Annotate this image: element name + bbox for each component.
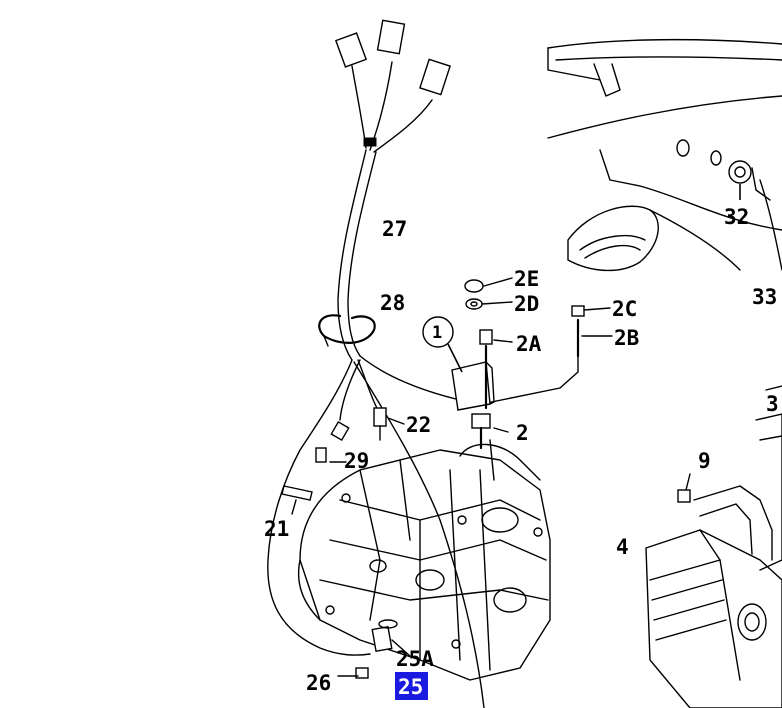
- callout-26[interactable]: 26: [306, 671, 331, 695]
- part-26-screw: [337, 667, 369, 679]
- callout-2[interactable]: 2: [516, 421, 529, 445]
- callout-2D[interactable]: 2D: [514, 292, 539, 316]
- callout-25A[interactable]: 25A: [396, 647, 434, 671]
- part-22-sensor: [373, 407, 405, 441]
- callout-1[interactable]: 1: [432, 323, 442, 343]
- part-28-clip: [318, 314, 376, 347]
- part-2-stud-assembly: [464, 277, 513, 450]
- part-27-wiring-harness: [267, 19, 579, 708]
- callout-2B[interactable]: 2B: [614, 326, 639, 350]
- callout-33[interactable]: 33: [752, 285, 777, 309]
- callout-22[interactable]: 22: [406, 413, 431, 437]
- callout-25[interactable]: 25: [398, 675, 423, 699]
- highlight-box: [395, 672, 428, 700]
- part-2B-2C-stud: [571, 305, 613, 358]
- right-edge-unit: [755, 385, 782, 571]
- callout-2A[interactable]: 2A: [516, 332, 542, 356]
- part-1-control-unit: [422, 316, 495, 411]
- part-4-module: [645, 529, 782, 708]
- part-32-grommet: [728, 160, 752, 200]
- part-25-sensor: [371, 619, 411, 657]
- callout-32[interactable]: 32: [724, 205, 749, 229]
- callout-3[interactable]: 3: [766, 392, 779, 416]
- part-9-bracket: [677, 473, 773, 561]
- part-21-sensor: [281, 485, 313, 515]
- engine-bay-outline: [547, 38, 782, 272]
- callout-labels: 27 28 1 2E 2D 2A 2C 2B 2 22 29 21 9 4 32…: [264, 205, 779, 695]
- part-29-fitting: [315, 420, 350, 463]
- callout-21[interactable]: 21: [264, 517, 289, 541]
- callout-9[interactable]: 9: [698, 449, 711, 473]
- callout-27[interactable]: 27: [382, 217, 407, 241]
- callout-2C[interactable]: 2C: [612, 297, 637, 321]
- callout-2E[interactable]: 2E: [514, 267, 539, 291]
- callout-25-highlight[interactable]: 25: [395, 672, 428, 700]
- callout-29[interactable]: 29: [344, 449, 369, 473]
- callout-4[interactable]: 4: [616, 535, 629, 559]
- gearbox: [297, 439, 551, 681]
- callout-28[interactable]: 28: [380, 291, 405, 315]
